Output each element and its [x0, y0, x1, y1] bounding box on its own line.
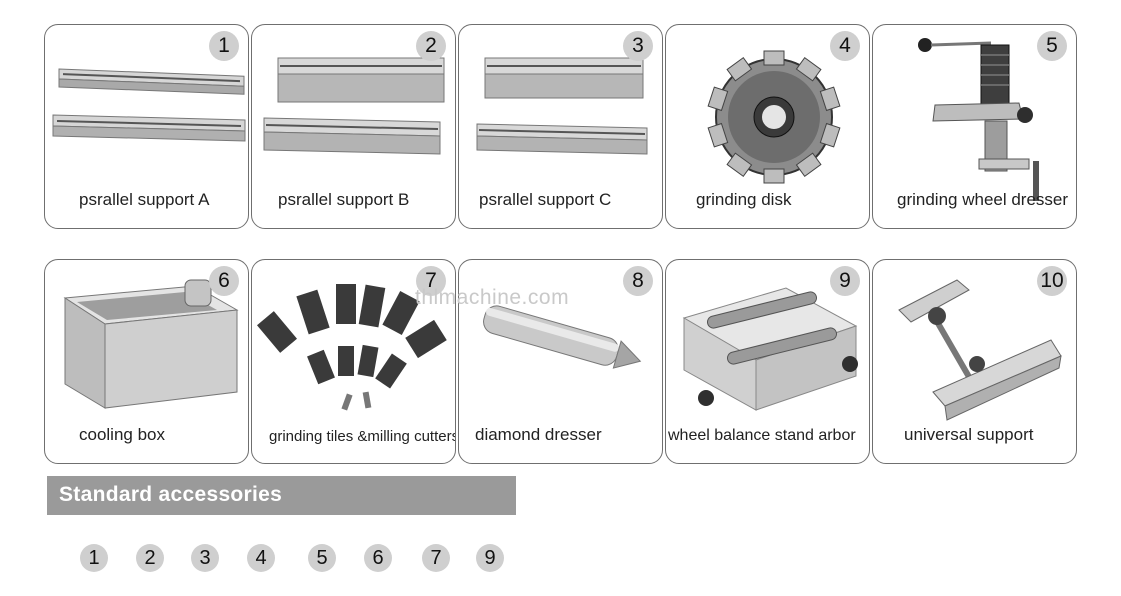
parallel-support-b-image	[263, 57, 445, 155]
wheel-balance-stand-image	[682, 287, 858, 411]
item-number-badge: 2	[416, 31, 446, 61]
universal-support-image	[898, 279, 1062, 421]
item-label: grinding tiles &milling cutters	[269, 428, 456, 445]
item-card-5: 5 grinding wheel dresser	[872, 24, 1077, 229]
standard-accessory-number: 9	[476, 544, 504, 572]
item-label: grinding disk	[696, 190, 792, 209]
item-card-9: 9 wheel balance stand arbor	[665, 259, 870, 464]
parallel-support-c-image	[476, 57, 648, 155]
item-label: cooling box	[79, 425, 166, 444]
item-number-badge: 8	[623, 266, 653, 296]
standard-accessories-banner: Standard accessories	[47, 476, 516, 515]
item-label: psrallel support C	[479, 190, 612, 209]
item-number-badge: 6	[209, 266, 239, 296]
item-card-3: 3 psrallel support C	[458, 24, 663, 229]
item-label: universal support	[904, 425, 1034, 444]
item-number-badge: 7	[416, 266, 446, 296]
item-card-8: 8 diamond dresser	[458, 259, 663, 464]
item-label: wheel balance stand arbor	[668, 427, 856, 444]
item-label: psrallel support B	[278, 190, 410, 209]
item-number-badge: 1	[209, 31, 239, 61]
item-number-badge: 3	[623, 31, 653, 61]
item-card-1: 1 psrallel support A	[44, 24, 249, 229]
grinding-wheel-dresser-image	[918, 38, 1039, 201]
item-label: grinding wheel dresser	[897, 190, 1069, 209]
standard-accessories-title: Standard accessories	[59, 483, 283, 506]
item-card-10: 10 universal support	[872, 259, 1077, 464]
item-label: diamond dresser	[475, 425, 602, 444]
item-label: psrallel support A	[79, 190, 210, 209]
standard-accessory-number: 1	[80, 544, 108, 572]
item-number-badge: 9	[830, 266, 860, 296]
standard-accessory-number: 4	[247, 544, 275, 572]
grinding-tiles-image	[257, 284, 447, 411]
grinding-disk-image	[707, 50, 841, 184]
item-card-6: 6 cooling box	[44, 259, 249, 464]
standard-accessory-number: 7	[422, 544, 450, 572]
item-number-badge: 4	[830, 31, 860, 61]
parallel-support-a-image	[52, 68, 246, 142]
cooling-box-image	[63, 279, 239, 409]
standard-accessory-number: 2	[136, 544, 164, 572]
item-number-badge: 10	[1037, 266, 1067, 296]
standard-accessory-number: 5	[308, 544, 336, 572]
standard-accessory-number: 6	[364, 544, 392, 572]
diamond-dresser-image	[483, 305, 642, 369]
watermark: thlmachine.com	[415, 286, 570, 309]
standard-accessory-number: 3	[191, 544, 219, 572]
item-card-7: 7 grinding tiles &milling cutters	[251, 259, 456, 464]
item-card-2: 2 psrallel support B	[251, 24, 456, 229]
item-number-badge: 5	[1037, 31, 1067, 61]
item-card-4: 4 grinding disk	[665, 24, 870, 229]
